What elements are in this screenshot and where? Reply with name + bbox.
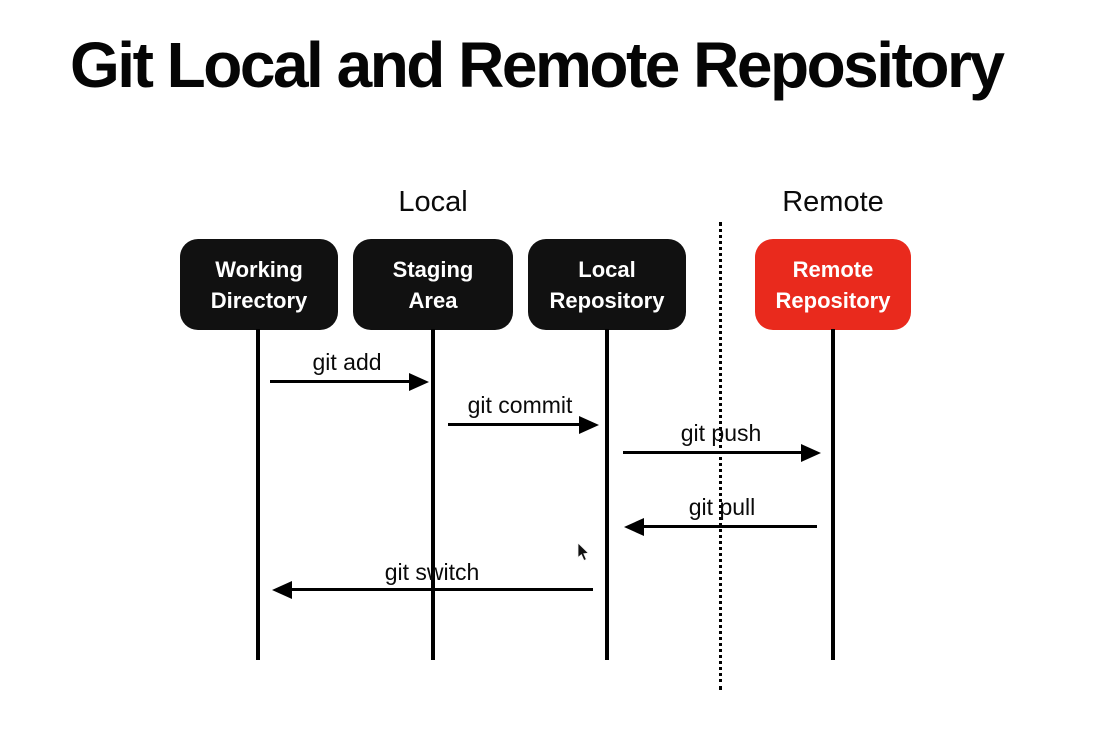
node-local-repository: Local Repository [528, 239, 686, 330]
lifeline-working-directory [256, 329, 260, 660]
edge-label-git-add: git add [312, 349, 382, 375]
lifeline-remote-repository [831, 329, 835, 660]
node-label-line: Working [215, 256, 303, 282]
edge-label-git-push: git push [680, 420, 762, 446]
edge-arrow-git-commit [448, 415, 599, 434]
group-label-local: Local [398, 186, 468, 218]
node-label-line: Remote [792, 256, 874, 282]
edge-label-git-pull: git pull [688, 494, 756, 520]
edge-arrow-git-switch [272, 580, 593, 599]
edge-arrow-git-add [270, 372, 429, 391]
node-label-line: Repository [549, 287, 665, 313]
node-label-line: Repository [775, 287, 891, 313]
node-label-line: Area [408, 287, 458, 313]
edge-label-git-commit: git commit [467, 392, 573, 418]
node-label-line: Local [578, 256, 636, 282]
group-label-remote: Remote [782, 186, 884, 218]
node-label-line: Staging [392, 256, 474, 282]
edge-arrow-git-push [623, 443, 821, 462]
mouse-cursor [577, 543, 590, 562]
local-remote-divider [719, 222, 722, 690]
edge-label-git-switch: git switch [384, 559, 480, 585]
lifeline-local-repository [605, 329, 609, 660]
node-label-line: Directory [210, 287, 308, 313]
node-staging-area: Staging Area [353, 239, 513, 330]
page-title: Git Local and Remote Repository [70, 29, 1005, 101]
node-working-directory: Working Directory [180, 239, 338, 330]
lifeline-staging-area [431, 329, 435, 660]
node-remote-repository: Remote Repository [755, 239, 911, 330]
edge-arrow-git-pull [624, 517, 817, 536]
